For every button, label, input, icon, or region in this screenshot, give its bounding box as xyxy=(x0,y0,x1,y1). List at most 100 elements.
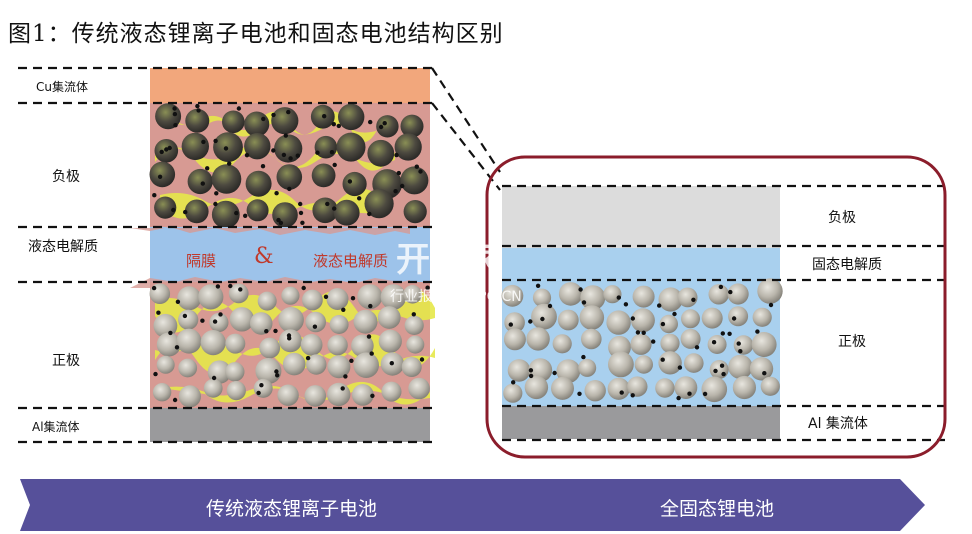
cathode-particle xyxy=(304,385,327,407)
solid-cathode-particle xyxy=(526,327,550,351)
ion-dot xyxy=(259,383,264,388)
ion-dot xyxy=(172,106,177,111)
cathode-particle xyxy=(353,352,380,379)
cathode-particle xyxy=(305,311,327,333)
ion-dot xyxy=(200,318,205,323)
ion-dot xyxy=(336,123,341,129)
ion-dot xyxy=(357,196,362,201)
anode-particle xyxy=(244,111,270,137)
anode-particle xyxy=(376,115,399,138)
solid-cathode-particle xyxy=(707,335,727,354)
ion-dot xyxy=(332,162,337,168)
solid-cathode-particle xyxy=(606,310,631,335)
ion-dot xyxy=(508,322,513,327)
ion-dot xyxy=(200,181,205,186)
ion-dot xyxy=(635,330,641,335)
anode-particle xyxy=(184,199,209,224)
anode-particles xyxy=(149,103,429,229)
cathode-particle xyxy=(225,362,245,382)
solid-cathode-particle xyxy=(524,375,549,400)
cathode-particle xyxy=(229,307,255,332)
ion-dot xyxy=(256,390,261,396)
ion-dot xyxy=(581,300,587,305)
ion-dot xyxy=(332,206,337,211)
solid-cathode-particle xyxy=(557,309,579,331)
solid-cathode-particle xyxy=(579,305,605,330)
ion-dot xyxy=(691,297,696,302)
solid-cathode-particle xyxy=(655,378,675,398)
cathode-particle xyxy=(403,285,422,304)
solid-cathode-particle xyxy=(632,285,655,308)
ion-dot xyxy=(660,357,665,362)
solid-cathode-particle xyxy=(760,376,780,396)
ion-dot xyxy=(369,351,374,356)
solid-cathode-particle xyxy=(728,306,749,327)
cathode-particle xyxy=(408,377,430,400)
solid-cathode-particle xyxy=(578,358,597,377)
ion-dot xyxy=(720,331,725,336)
solid-cathode-particle xyxy=(684,353,704,373)
ion-dot xyxy=(651,339,656,344)
solid-battery-frame xyxy=(485,155,947,459)
ion-dot xyxy=(213,201,218,207)
ion-dot xyxy=(394,152,399,158)
cu-collector-layer xyxy=(150,68,430,103)
label-cu-collector: Cu集流体 xyxy=(36,80,88,94)
ion-dot xyxy=(616,295,621,300)
ampersand: & xyxy=(254,244,274,269)
ion-dot xyxy=(343,374,348,379)
anode-particle xyxy=(333,199,360,226)
anode-particle xyxy=(403,200,427,224)
cathode-particle xyxy=(149,283,171,305)
ion-dot xyxy=(151,285,157,291)
ion-dot xyxy=(298,210,304,216)
anode-particle xyxy=(222,110,245,134)
anode-particle xyxy=(244,133,271,160)
cathode-particle xyxy=(278,329,302,353)
ion-dot xyxy=(164,147,169,152)
solid-cathode-particle xyxy=(709,360,729,379)
cathode-particle xyxy=(406,335,425,354)
ion-dot xyxy=(264,329,269,334)
ion-dot xyxy=(581,354,586,360)
anode-particle xyxy=(400,114,424,138)
ion-dot xyxy=(168,330,173,336)
ion-dot xyxy=(393,189,398,194)
ion-dot xyxy=(419,357,425,362)
ion-dot xyxy=(215,284,221,289)
ion-dot xyxy=(768,302,774,308)
ion-dot xyxy=(228,283,233,289)
solid-cathode-particle xyxy=(681,309,700,329)
ion-dot xyxy=(341,307,346,312)
ion-dot xyxy=(287,186,292,192)
solid-cathode-particle xyxy=(552,334,572,354)
anode-particle xyxy=(211,164,242,194)
ion-dot xyxy=(528,368,534,373)
ion-dot xyxy=(301,285,306,291)
anode-particle xyxy=(187,168,213,195)
cathode-particle xyxy=(327,335,348,356)
anode-particle xyxy=(181,132,209,161)
ion-dot xyxy=(511,380,516,385)
solid-cathode-particle xyxy=(627,376,648,397)
anode-particle xyxy=(154,196,177,219)
anode-particle xyxy=(364,189,394,219)
solid-cathode-particle xyxy=(634,355,653,374)
label-liquid-electrolyte: 液态电解质 xyxy=(28,239,98,255)
solid-al-collector-layer xyxy=(502,406,780,439)
solid-cathode-particle xyxy=(727,283,749,305)
solid-cathode-particle xyxy=(752,307,772,327)
solid-cathode-particles xyxy=(501,278,783,403)
cathode-particle xyxy=(156,332,181,357)
ion-dot xyxy=(152,193,157,198)
cathode-particle xyxy=(228,283,249,304)
cathode-particle xyxy=(178,385,201,408)
ion-dot xyxy=(236,106,242,111)
solid-cathode-particle xyxy=(501,284,524,307)
solid-cathode-particle xyxy=(674,376,698,399)
cathode-particle xyxy=(200,330,226,356)
watermark-sub: 行业报告 IPOIPO.CN xyxy=(390,289,522,305)
ion-dot xyxy=(547,303,553,309)
ion-dot xyxy=(323,294,329,299)
watermark-brand: 开购家 xyxy=(396,240,498,280)
